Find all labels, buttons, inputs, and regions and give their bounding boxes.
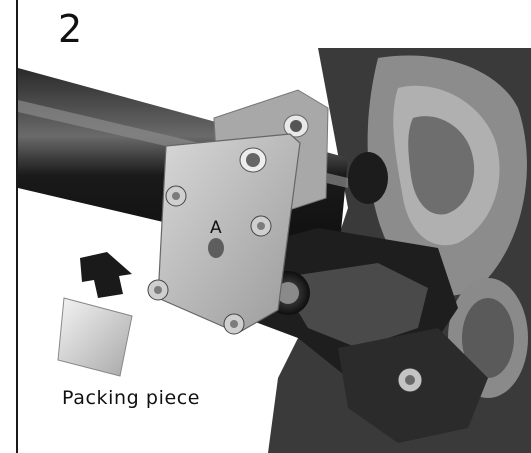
part-a-label: A — [210, 218, 222, 238]
margin-rule — [16, 0, 18, 453]
bolt-icon — [147, 279, 169, 301]
bolt-icon — [250, 215, 272, 237]
bolt-icon — [397, 367, 423, 393]
bolt-icon — [165, 185, 187, 207]
packing-piece-label: Packing piece — [62, 387, 201, 409]
packing-piece-icon — [57, 297, 133, 377]
step-number: 2 — [58, 7, 83, 51]
bolt-icon — [223, 313, 245, 335]
suspension-illustration — [18, 48, 531, 453]
suspension-photo — [18, 48, 531, 453]
arrow-up-icon — [80, 252, 132, 298]
